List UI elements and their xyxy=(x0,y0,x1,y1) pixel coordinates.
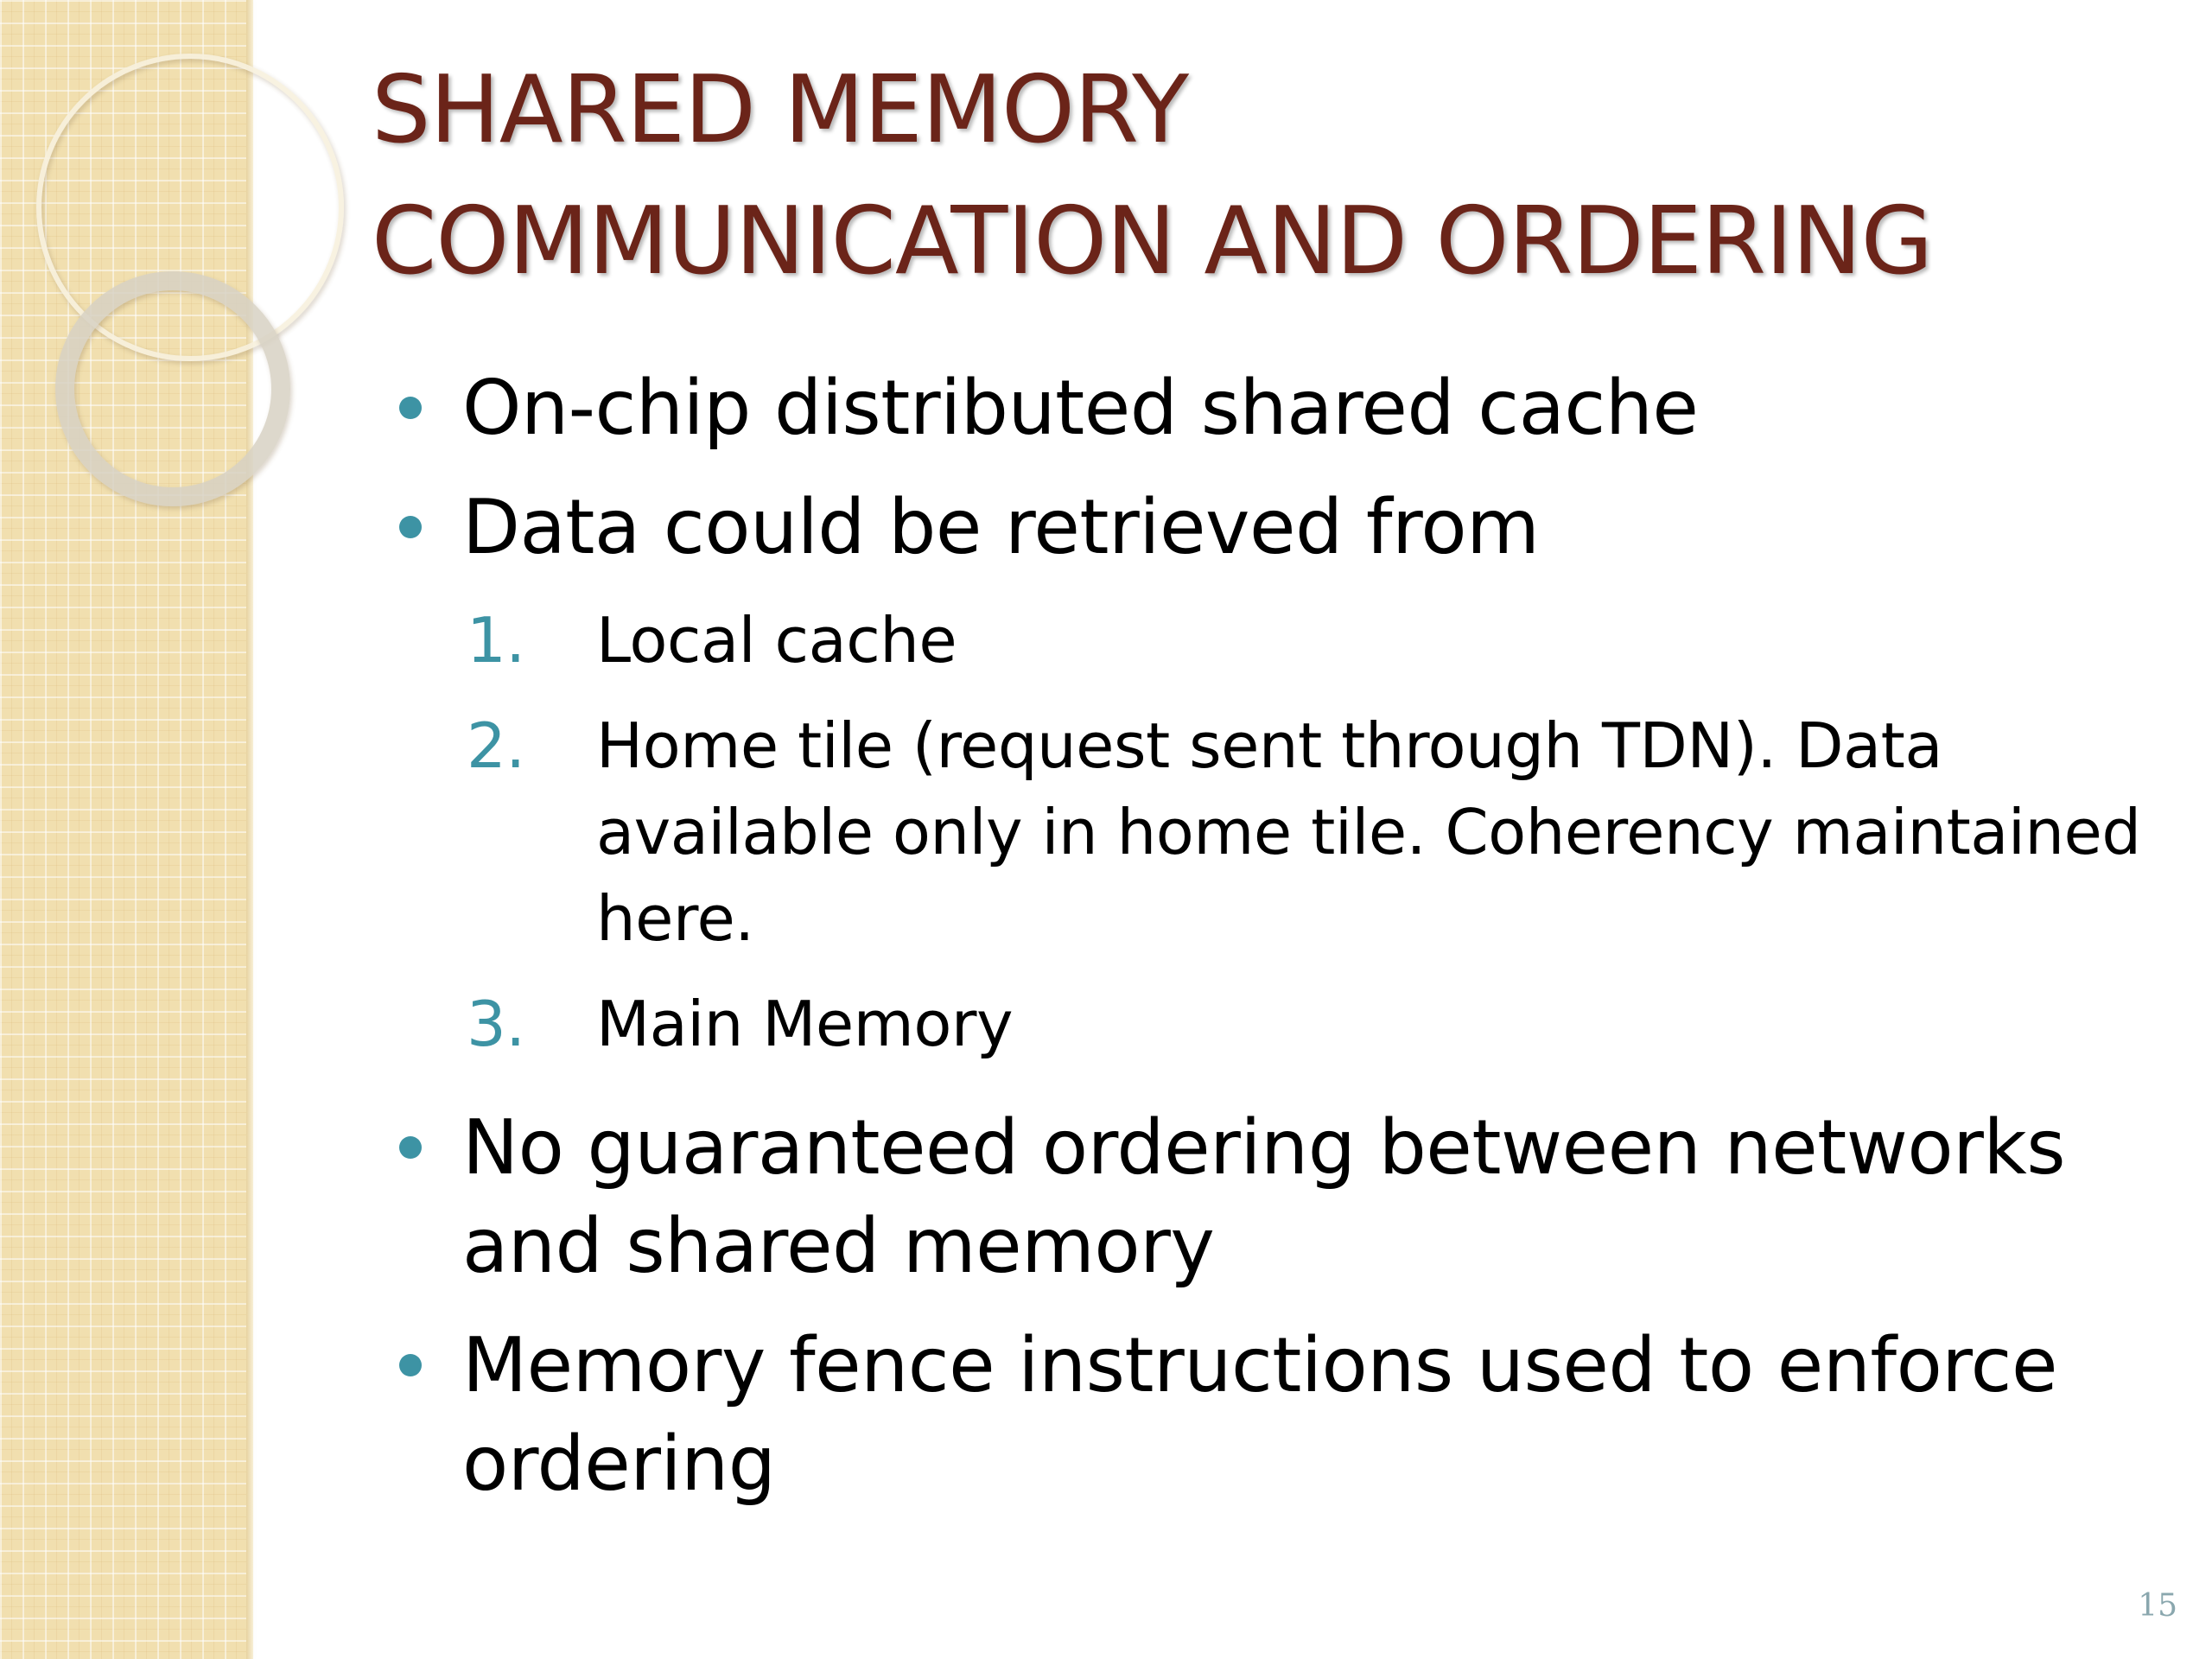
numbered-item: 2. Home tile (request sent through TDN).… xyxy=(380,702,2169,962)
item-text: Main Memory xyxy=(596,988,1014,1060)
bullet-item: Memory fence instructions used to enforc… xyxy=(380,1316,2169,1513)
bullet-dot-icon xyxy=(399,1136,422,1159)
numbered-sublist: 1. Local cache 2. Home tile (request sen… xyxy=(380,597,2169,1067)
bullet-text: Memory fence instructions used to enforc… xyxy=(462,1321,2058,1508)
slide-title-line-2: COMMUNICATION AND ORDERING xyxy=(372,188,1933,296)
item-text: Home tile (request sent through TDN). Da… xyxy=(596,709,2141,955)
bullet-text: No guaranteed ordering between networks … xyxy=(462,1103,2066,1290)
numbered-item: 1. Local cache xyxy=(380,597,2169,683)
numbered-item: 3. Main Memory xyxy=(380,981,2169,1067)
bullet-text: On-chip distributed shared cache xyxy=(462,364,1699,452)
bullet-dot-icon xyxy=(399,397,422,419)
item-number: 2. xyxy=(467,709,525,782)
small-ring xyxy=(55,271,290,506)
slide-title-line-1: SHARED MEMORY xyxy=(372,56,1189,164)
slide-title: SHARED MEMORY COMMUNICATION AND ORDERING xyxy=(372,45,2195,308)
item-number: 3. xyxy=(467,988,525,1060)
bullet-item: Data could be retrieved from xyxy=(380,478,2169,576)
side-panel-edge xyxy=(246,0,253,1659)
bullet-dot-icon xyxy=(399,516,422,538)
page-number: 15 xyxy=(2138,1588,2177,1624)
item-number: 1. xyxy=(467,604,525,677)
decorative-rings xyxy=(36,54,344,506)
slide-body: On-chip distributed shared cache Data co… xyxy=(380,359,2169,1534)
bullet-item: No guaranteed ordering between networks … xyxy=(380,1098,2169,1295)
item-text: Local cache xyxy=(596,604,957,677)
bullet-text: Data could be retrieved from xyxy=(462,483,1540,571)
bullet-dot-icon xyxy=(399,1354,422,1376)
bullet-item: On-chip distributed shared cache xyxy=(380,359,2169,457)
large-ring xyxy=(36,54,344,361)
